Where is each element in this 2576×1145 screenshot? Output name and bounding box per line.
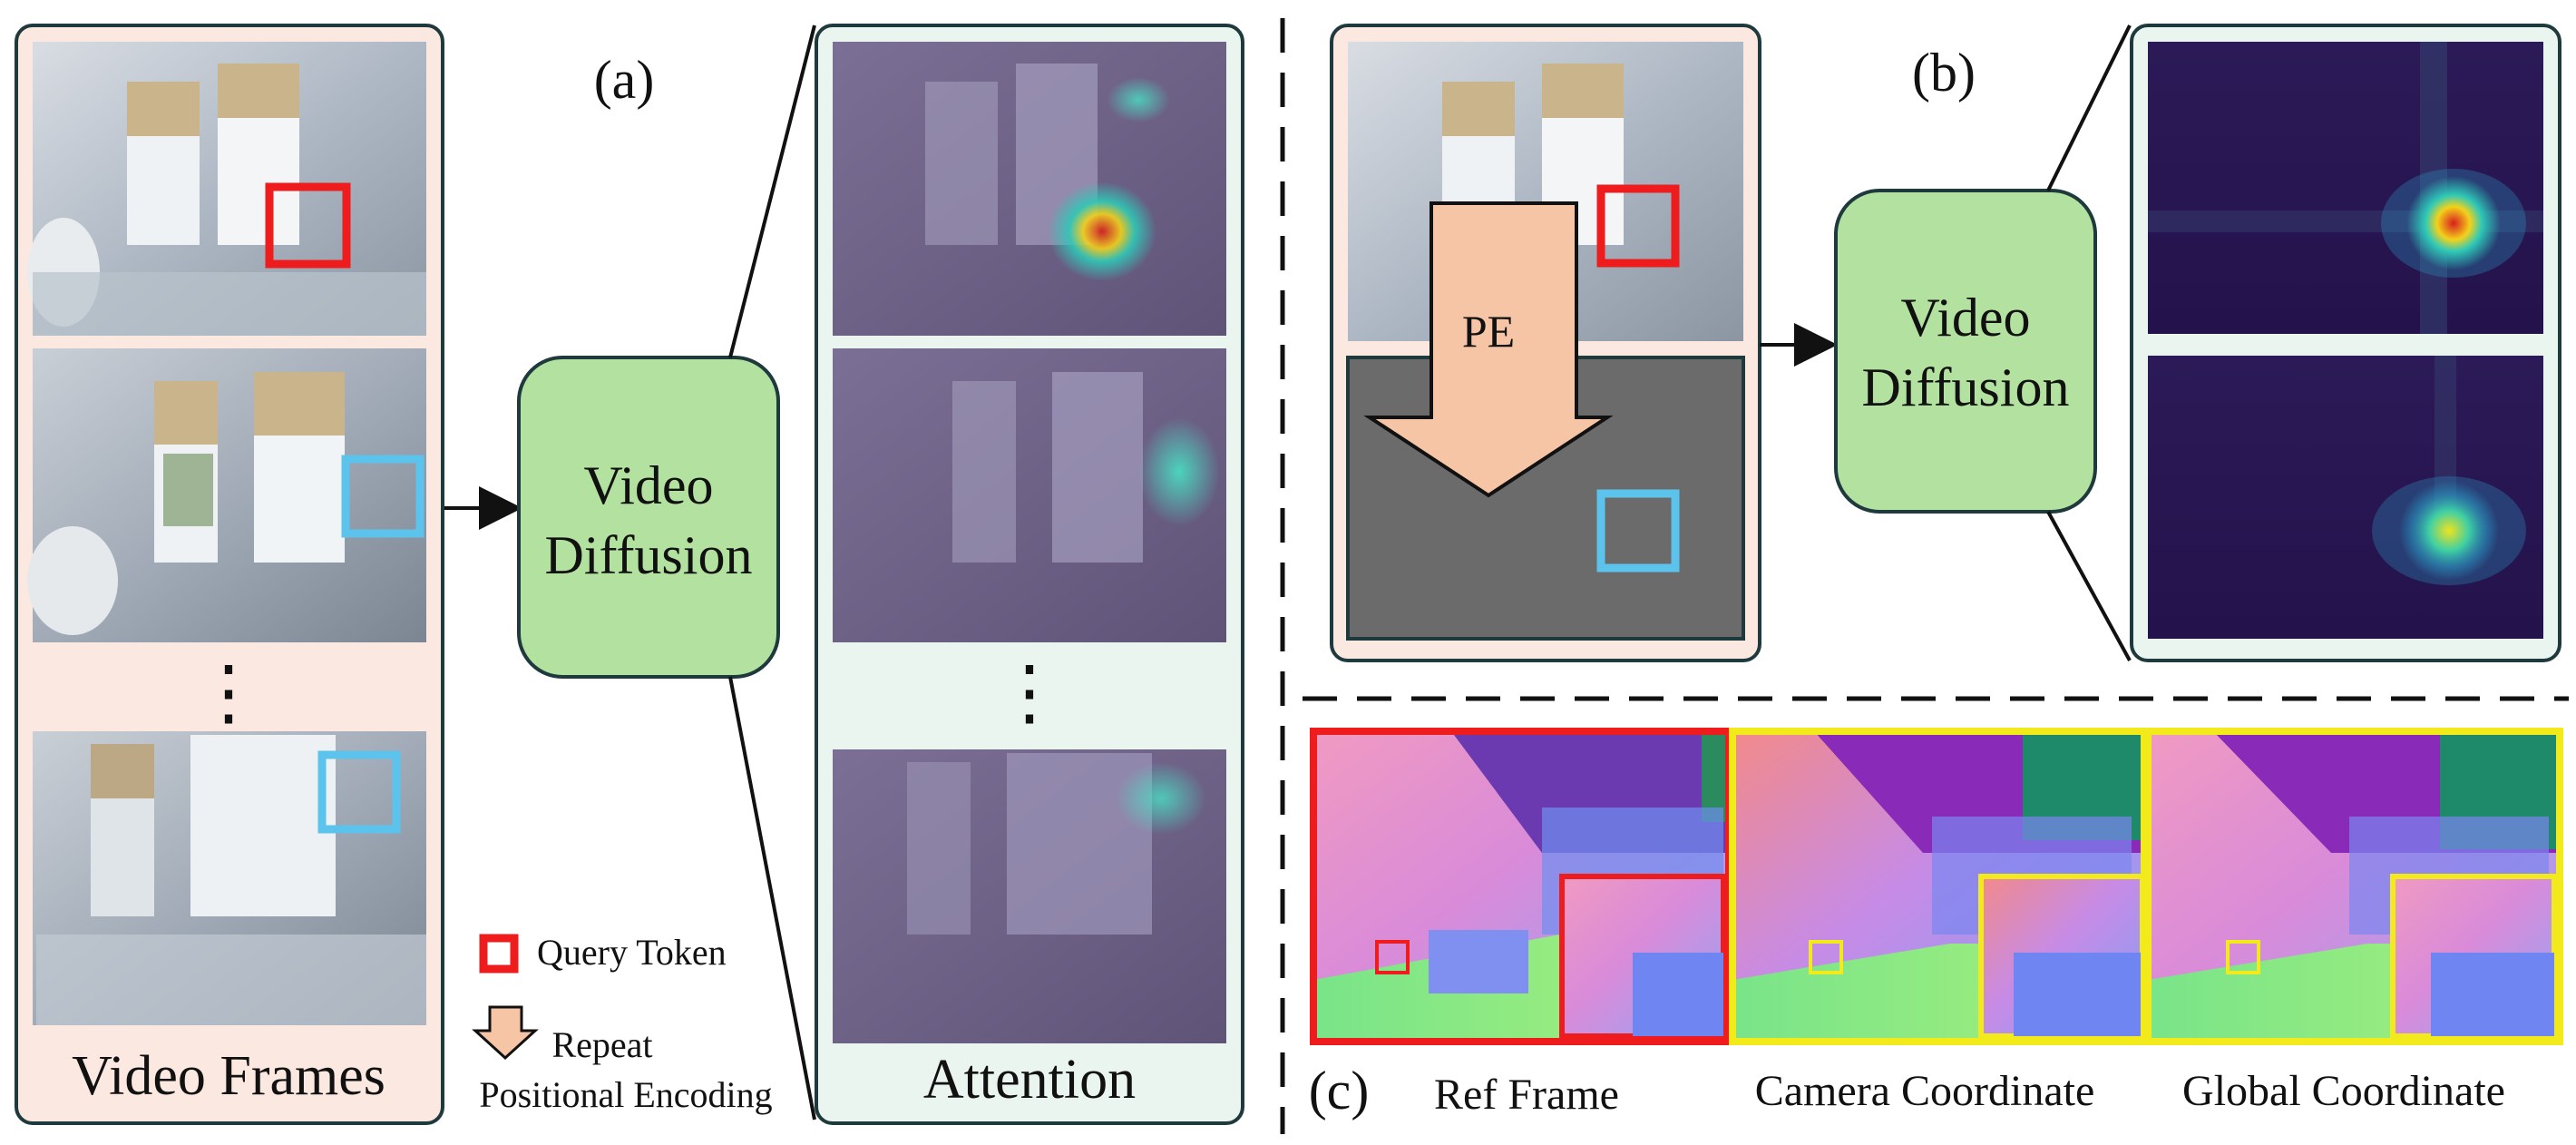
ref-frame-normal-map xyxy=(1310,728,1732,1045)
query-token-box xyxy=(1596,184,1680,268)
attention-map-2 xyxy=(833,348,1226,642)
video-diffusion-model-b xyxy=(1834,189,2097,514)
query-token-legend-label: Query Token xyxy=(537,932,727,973)
match-token-box xyxy=(1596,489,1680,572)
query-token-box xyxy=(265,182,351,269)
video-frame-3 xyxy=(33,731,426,1025)
fan-line-b-bottom xyxy=(2046,511,2132,661)
video-frame-1 xyxy=(27,42,426,336)
fan-line-b-top xyxy=(2046,24,2132,191)
attention-ellipsis: ⋮ xyxy=(993,653,1066,733)
panel-c-tag: (c) xyxy=(1309,1061,1370,1121)
attention-map-1 xyxy=(833,42,1226,336)
panel-b-tag: (b) xyxy=(1912,43,1976,103)
repeat-pe-legend-line2: Positional Encoding xyxy=(479,1074,772,1115)
model-label-line1: Video xyxy=(583,455,713,515)
caption-camera-coordinate: Camera Coordinate xyxy=(1755,1067,2095,1115)
global-coordinate-normal-map xyxy=(2144,728,2563,1045)
frames-ellipsis: ⋮ xyxy=(192,653,265,733)
caption-global-coordinate: Global Coordinate xyxy=(2182,1067,2505,1115)
camera-coordinate-normal-map xyxy=(1729,728,2148,1045)
pe-label: PE xyxy=(1462,306,1515,357)
repeat-pe-legend-icon xyxy=(472,1005,539,1061)
model-b-label-line2: Diffusion xyxy=(1862,357,2070,417)
heatmap-ref xyxy=(2148,42,2543,334)
match-token-box xyxy=(341,455,424,538)
model-b-label-line1: Video xyxy=(1900,288,2030,347)
model-label-line2: Diffusion xyxy=(545,525,753,585)
query-token-legend-icon xyxy=(479,934,519,974)
video-frame-2 xyxy=(27,348,426,642)
fan-line-bottom xyxy=(728,676,816,1121)
match-token-box xyxy=(317,750,401,834)
panel-a-tag: (a) xyxy=(594,50,655,110)
fan-line-top xyxy=(728,24,816,358)
heatmap-target xyxy=(2148,356,2543,639)
video-diffusion-model xyxy=(517,356,780,679)
video-frames-label: Video Frames xyxy=(72,1045,385,1107)
attention-label: Attention xyxy=(923,1049,1136,1111)
repeat-pe-legend-line1: Repeat xyxy=(551,1024,652,1065)
pe-arrow xyxy=(1363,201,1614,498)
caption-ref-frame: Ref Frame xyxy=(1434,1071,1619,1119)
attention-map-3 xyxy=(833,749,1226,1043)
